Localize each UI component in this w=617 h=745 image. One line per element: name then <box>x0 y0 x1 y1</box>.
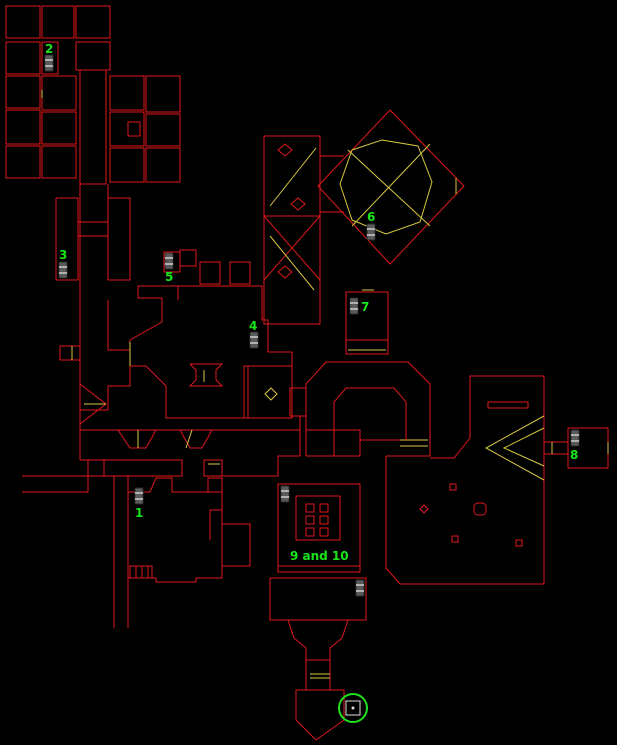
barrel-icon <box>164 252 174 270</box>
north-west-room-grid <box>5 5 181 185</box>
barrel-markers <box>44 54 580 597</box>
label-7: 7 <box>361 300 369 314</box>
label-4: 4 <box>249 319 257 333</box>
label-9-and-10: 9 and 10 <box>290 549 349 563</box>
lower-band <box>80 416 428 477</box>
barrel-icon <box>44 54 54 72</box>
map-labels: 2 3 5 4 6 7 1 9 and 10 8 <box>45 42 578 563</box>
east-big-room <box>385 375 609 585</box>
label-6: 6 <box>367 210 375 224</box>
barrel-icon <box>249 331 259 349</box>
player-start-icon <box>338 693 368 723</box>
barrel-icon <box>355 579 365 597</box>
south-west-room <box>22 475 251 628</box>
barrel-icon <box>366 223 376 241</box>
label-8: 8 <box>570 448 578 462</box>
barrel-icon <box>280 485 290 503</box>
barrel-icon <box>58 261 68 279</box>
u-corridor <box>305 361 431 457</box>
room-9-10 <box>269 483 367 741</box>
barrel-icon <box>349 297 359 315</box>
diagonal-hall <box>263 135 344 325</box>
diamond-room <box>317 109 465 265</box>
west-corridor <box>55 182 131 460</box>
barrel-icon <box>570 429 580 447</box>
label-3: 3 <box>59 248 67 262</box>
room-7 <box>345 289 389 355</box>
label-1: 1 <box>135 506 143 520</box>
central-hall <box>80 249 307 419</box>
label-5: 5 <box>165 270 173 284</box>
barrel-icon <box>134 487 144 505</box>
label-2: 2 <box>45 42 53 56</box>
